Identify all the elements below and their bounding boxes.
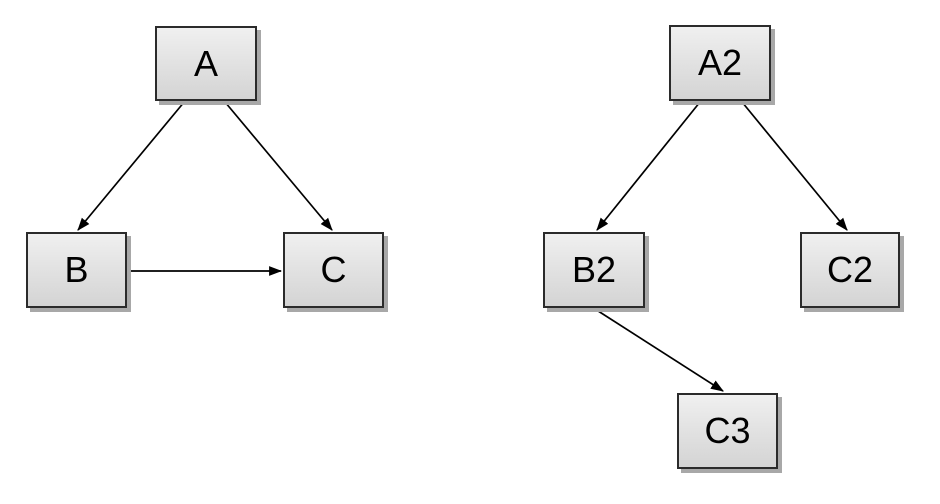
edge-b2-c3 [594,308,724,392]
edge-a-b [77,100,186,231]
node-a: A [155,26,257,101]
node-label-a2: A2 [697,42,743,83]
node-label-a: A [193,42,218,84]
edges-group [77,100,848,392]
node-label-c: C [320,249,347,290]
node-label-c3: C3 [704,410,751,451]
node-c3: C3 [677,393,778,469]
node-c: C [283,232,384,308]
node-label-b: B [64,249,89,290]
edge-a2-c2 [741,101,848,231]
edge-a2-b2 [596,101,701,231]
node-a2: A2 [669,25,771,101]
node-b: B [26,232,127,308]
node-b2: B2 [543,232,645,308]
node-c2: C2 [800,232,900,308]
node-label-c2: C2 [826,249,874,290]
node-label-b2: B2 [571,249,617,290]
edge-a-c [224,101,333,231]
